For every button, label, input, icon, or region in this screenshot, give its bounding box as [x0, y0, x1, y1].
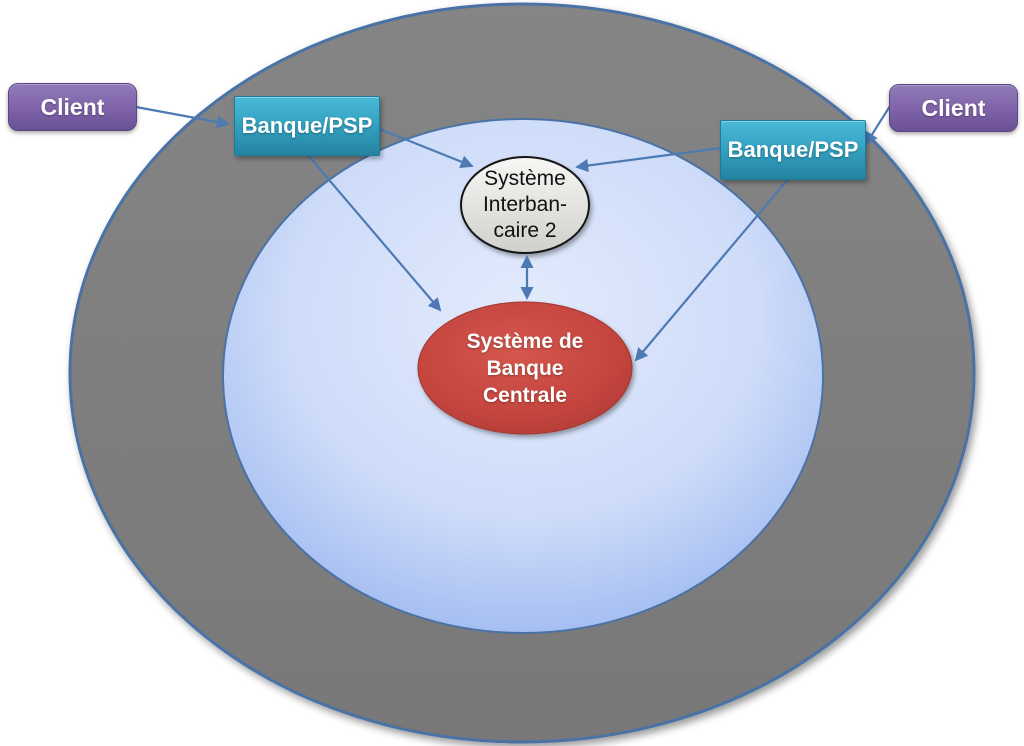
arrow-client-right-to-bank-right: [864, 105, 891, 146]
client-left-label: Client: [40, 93, 105, 120]
arrow-bank-left-to-interbank: [376, 126, 474, 168]
bank-psp-right-label: Banque/PSP: [727, 137, 859, 162]
client-right-node: Client: [889, 84, 1018, 132]
central-bank-ellipse: [417, 301, 633, 435]
arrow-bank-left-to-central: [306, 153, 442, 312]
bank-psp-left-label: Banque/PSP: [241, 113, 373, 138]
client-left-node: Client: [8, 83, 137, 131]
arrow-bank-right-to-central: [634, 177, 790, 362]
bank-psp-left-node: Banque/PSP: [234, 96, 380, 156]
interbank-system-ellipse: [460, 156, 590, 254]
arrow-bank-right-to-interbank: [575, 146, 722, 173]
client-right-label: Client: [921, 94, 986, 121]
arrow-client-left-to-bank-left: [135, 105, 230, 129]
bank-psp-right-node: Banque/PSP: [720, 120, 866, 180]
